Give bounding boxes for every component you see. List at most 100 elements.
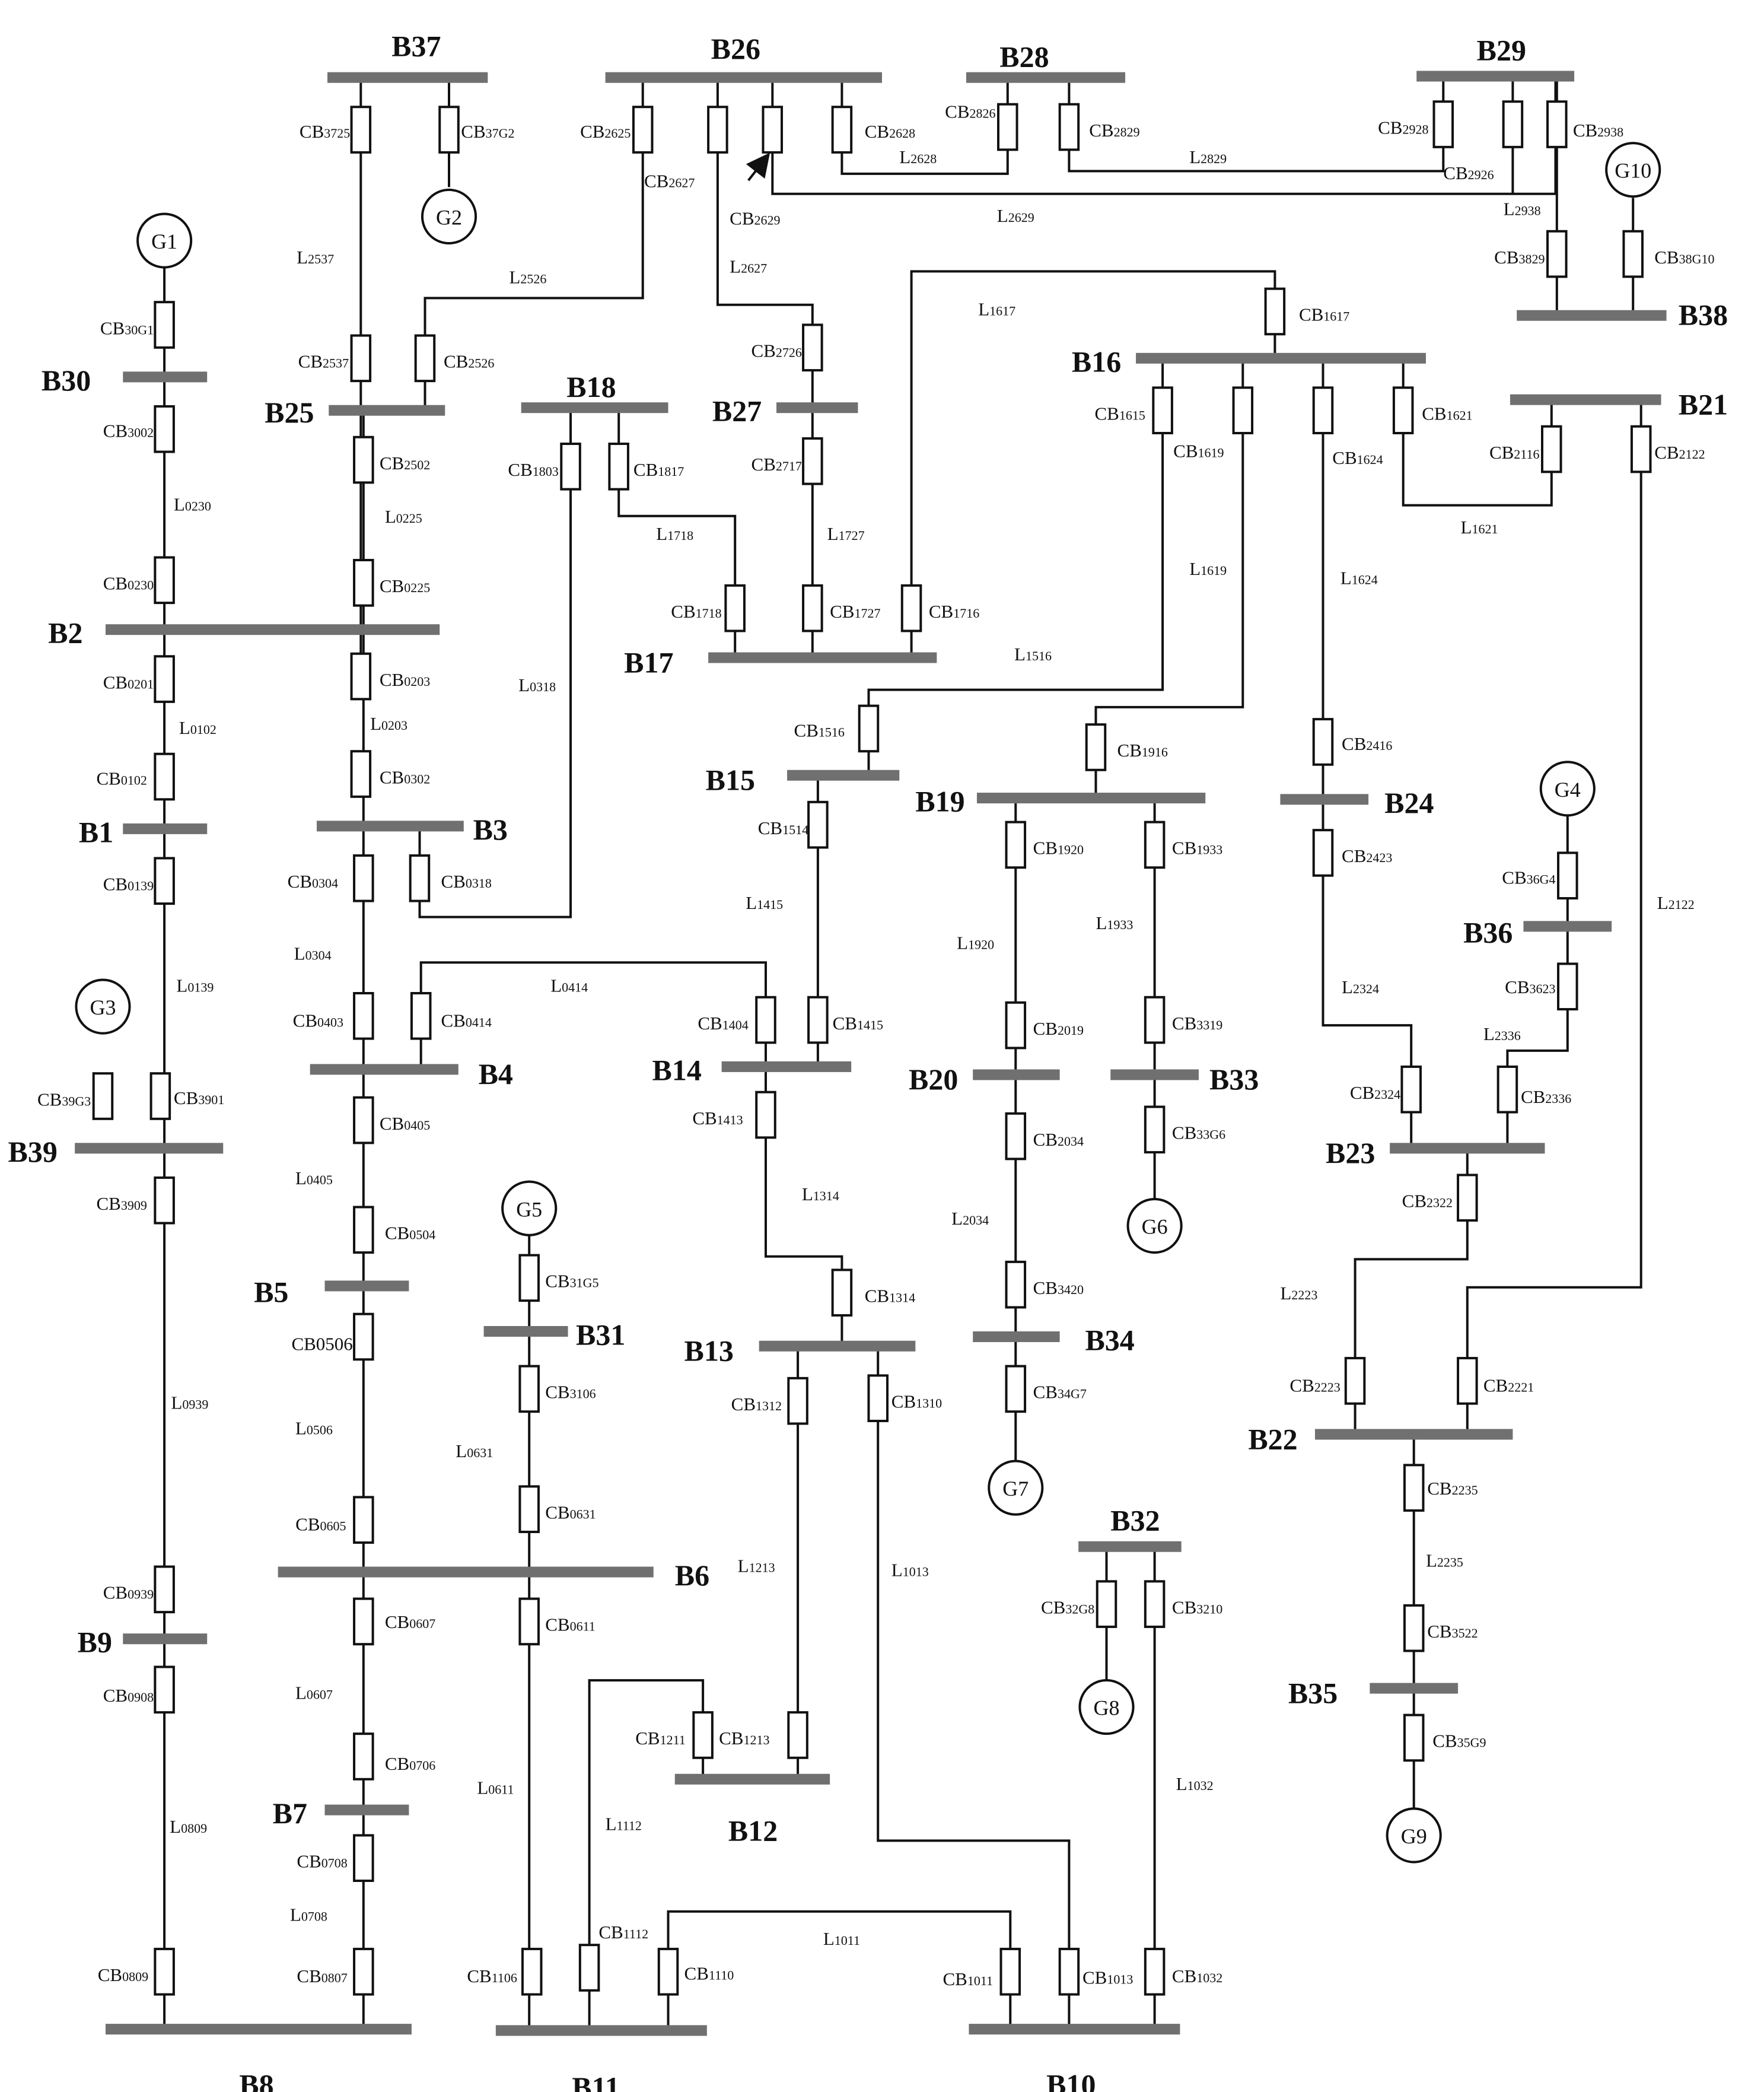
b34-label: B34 (1085, 1324, 1134, 1357)
cb1615-label: CB1615 (1094, 403, 1145, 424)
l0708-label: L0708 (290, 1905, 327, 1925)
circuit-breaker-cb2627 (707, 106, 728, 154)
b26-label: B26 (711, 32, 760, 65)
bus-b26 (605, 72, 882, 83)
cb2826-label: CB2826 (945, 101, 995, 122)
circuit-breaker-cb2223 (1344, 1357, 1366, 1405)
bus-b39 (75, 1143, 224, 1154)
circuit-breaker-cb1621 (1392, 386, 1414, 434)
circuit-breaker-cb38g10 (1622, 230, 1644, 278)
l0939-label: L0939 (171, 1392, 208, 1413)
b11-label: B11 (572, 2071, 620, 2092)
circuit-breaker-cb3901 (149, 1072, 171, 1120)
circuit-breaker-cb0708 (353, 1834, 374, 1883)
b1-label: B1 (79, 815, 113, 848)
circuit-breaker-cb3106 (518, 1365, 540, 1413)
b15-label: B15 (706, 764, 755, 797)
cb2423-label: CB2423 (1342, 845, 1392, 866)
cb32g8-label: CB32G8 (1041, 1597, 1094, 1617)
b35-label: B35 (1288, 1676, 1338, 1709)
cb35g9-label: CB35G9 (1432, 1731, 1486, 1751)
circuit-breaker-cb0605 (353, 1496, 374, 1544)
bus-b22 (1314, 1429, 1513, 1440)
l1920-label: L1920 (957, 933, 994, 953)
b18-label: B18 (566, 370, 616, 403)
cb0201-label: CB0201 (103, 672, 154, 692)
circuit-breaker-cb2628 (831, 106, 853, 154)
cb1803-label: CB1803 (508, 459, 558, 480)
circuit-breaker-cb2122 (1630, 425, 1652, 473)
cb0230-label: CB0230 (103, 573, 154, 594)
transmission-line-28 (765, 1066, 843, 1346)
bus-b4 (310, 1064, 458, 1075)
l1032-label: L1032 (1176, 1773, 1214, 1794)
l0611-label: L0611 (477, 1778, 514, 1798)
cb3901-label: CB3901 (174, 1088, 224, 1108)
b30-label: B30 (42, 364, 91, 397)
l2537-label: L2537 (297, 247, 334, 268)
cb2537-label: CB2537 (298, 351, 349, 372)
circuit-breaker-cb1106 (521, 1947, 543, 1996)
cb33g6-label: CB33G6 (1172, 1123, 1225, 1143)
l0225-label: L0225 (385, 506, 422, 527)
b5-label: B5 (254, 1275, 288, 1308)
generator-g5 (501, 1180, 558, 1236)
b14-label: B14 (652, 1053, 701, 1086)
l0230-label: L0230 (174, 494, 211, 515)
circuit-breaker-cb0201 (154, 655, 175, 703)
b27-label: B27 (712, 395, 762, 428)
circuit-breaker-cb1817 (608, 443, 629, 491)
circuit-breaker-cb0809 (154, 1947, 175, 1996)
b20-label: B20 (909, 1063, 958, 1096)
circuit-breaker-cb0102 (154, 752, 175, 801)
b23-label: B23 (1326, 1136, 1375, 1169)
circuit-breaker-cb2502 (353, 435, 374, 484)
circuit-breaker-cb1617 (1264, 287, 1286, 336)
l0318-label: L0318 (518, 675, 556, 695)
b38-label: B38 (1679, 298, 1728, 331)
circuit-breaker-cb2629 (762, 106, 784, 154)
cb1718-label: CB1718 (671, 601, 721, 622)
bus-b10 (969, 2024, 1180, 2035)
circuit-breaker-cb1314 (831, 1268, 853, 1317)
cb0405-label: CB0405 (380, 1113, 430, 1134)
l2235-label: L2235 (1426, 1550, 1463, 1571)
cb1013-label: CB1013 (1082, 1967, 1133, 1988)
bus-b32 (1078, 1541, 1182, 1552)
circuit-breaker-cb1514 (807, 800, 829, 849)
circuit-breaker-cb1013 (1058, 1947, 1080, 1996)
cb0908-label: CB0908 (103, 1685, 154, 1706)
cb0939-label: CB0939 (103, 1582, 154, 1603)
cb1514-label: CB1514 (758, 818, 808, 838)
b9-label: B9 (78, 1626, 112, 1659)
cb0318-label: CB0318 (441, 871, 492, 892)
circuit-breaker-cb0504 (353, 1206, 374, 1254)
cb3319-label: CB3319 (1172, 1013, 1222, 1034)
circuit-breaker-cb0304 (353, 854, 374, 902)
cb1617-label: CB1617 (1299, 304, 1349, 325)
l0405-label: L0405 (295, 1168, 333, 1188)
cb1314-label: CB1314 (865, 1285, 915, 1306)
cb0605-label: CB0605 (295, 1514, 346, 1535)
bus-b1 (123, 823, 208, 834)
generator-g8 (1078, 1679, 1135, 1735)
b32-label: B32 (1110, 1504, 1160, 1537)
l1727-label: L1727 (827, 523, 865, 544)
cb2717-label: CB2717 (751, 454, 801, 475)
g7-label: G7 (1002, 1477, 1029, 1500)
l2336-label: L2336 (1483, 1023, 1521, 1044)
cb3725-label: CB3725 (300, 121, 350, 142)
l1314-label: L1314 (802, 1184, 839, 1204)
circuit-breaker-cb3522 (1403, 1604, 1425, 1652)
b21-label: B21 (1679, 387, 1728, 421)
cb31g5-label: CB31G5 (545, 1271, 598, 1292)
circuit-breaker-cb0607 (353, 1597, 374, 1646)
circuit-breaker-cb2324 (1400, 1065, 1422, 1114)
cb0607-label: CB0607 (385, 1611, 435, 1632)
g8-label: G8 (1094, 1696, 1120, 1720)
l0139-label: L0139 (176, 975, 214, 996)
b4-label: B4 (479, 1057, 513, 1090)
l2938-label: L2938 (1504, 199, 1541, 220)
circuit-breaker-cb3319 (1144, 996, 1166, 1044)
